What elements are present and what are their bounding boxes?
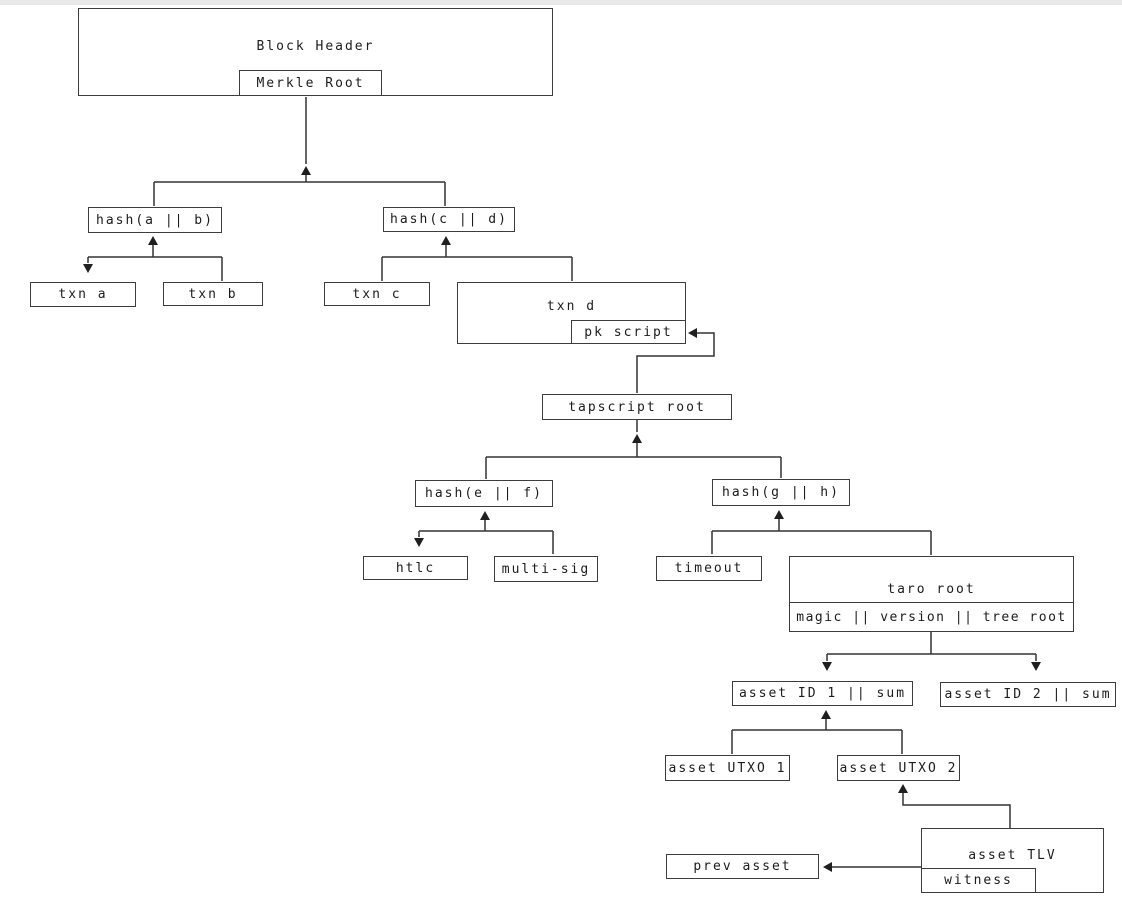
node-label: multi-sig (501, 561, 591, 577)
connector-merkle-root-to-hashes (153, 97, 446, 206)
connector-hash-ab-to-txns (83, 236, 223, 281)
node-txn-c: txn c (324, 282, 430, 306)
node-label: txn d (546, 299, 597, 314)
node-label: asset TLV (968, 848, 1057, 863)
node-label: hash(e || f) (425, 486, 543, 501)
node-label: asset UTXO 2 (839, 760, 958, 776)
arrowhead-up-icon (148, 236, 158, 245)
connector-tapscript-root-to-hashes (485, 420, 782, 479)
arrowhead-down-icon (83, 264, 93, 273)
connector-hash-cd-to-txns (381, 236, 573, 281)
node-asset-utxo-2: asset UTXO 2 (837, 755, 960, 781)
node-label: asset ID 1 || sum (738, 686, 907, 701)
arrowhead-up-icon (301, 166, 311, 175)
node-hash-g-h: hash(g || h) (712, 479, 850, 506)
arrowhead-up-icon (632, 434, 642, 443)
node-label: taro root (887, 582, 976, 597)
connector-asset-tlv-to-asset-utxo-2 (898, 784, 1011, 828)
node-witness: witness (921, 868, 1036, 893)
node-asset-id-1-sum: asset ID 1 || sum (732, 681, 913, 706)
node-txn-a: txn a (30, 282, 136, 307)
node-asset-utxo-1: asset UTXO 1 (665, 755, 790, 781)
node-tapscript-root: tapscript root (542, 394, 732, 420)
node-asset-id-2-sum: asset ID 2 || sum (940, 682, 1116, 707)
node-label: hash(g || h) (722, 485, 840, 500)
connector-taro-root-to-asset-ids (822, 632, 1041, 671)
connector-asset-id-1-to-utxos (731, 710, 903, 754)
node-label: pk script (584, 324, 673, 340)
node-label: hash(a || b) (96, 212, 214, 228)
connector-hash-ef-to-leaves (414, 511, 554, 554)
node-hash-c-d: hash(c || d) (383, 207, 515, 232)
node-label: witness (944, 873, 1013, 888)
node-timeout: timeout (656, 556, 762, 581)
arrowhead-left-icon (688, 328, 697, 338)
node-taro-root-row: magic || version || tree root (790, 602, 1073, 631)
node-label: txn a (58, 287, 108, 302)
node-hash-a-b: hash(a || b) (88, 207, 222, 233)
node-label: tapscript root (568, 399, 706, 415)
arrowhead-down-icon (414, 538, 424, 547)
connector-witness-to-prev-asset (823, 862, 921, 872)
node-htlc: htlc (363, 556, 468, 580)
node-label: htlc (395, 560, 436, 576)
node-label: Merkle Root (256, 75, 365, 91)
node-multi-sig: multi-sig (494, 556, 598, 582)
node-label: magic || version || tree root (796, 609, 1067, 625)
node-merkle-root: Merkle Root (239, 70, 382, 96)
node-hash-e-f: hash(e || f) (415, 480, 553, 507)
node-label: asset UTXO 1 (668, 760, 787, 776)
arrowhead-down-icon (822, 662, 832, 671)
node-label: asset ID 2 || sum (944, 687, 1112, 702)
node-label: prev asset (693, 859, 792, 874)
arrowhead-up-icon (898, 784, 908, 793)
node-label: timeout (674, 561, 744, 576)
arrowhead-up-icon (441, 236, 451, 245)
top-border-strip (0, 0, 1122, 5)
node-label: txn b (188, 286, 238, 302)
node-label: Block Header (256, 39, 375, 54)
arrowhead-left-icon (823, 862, 832, 872)
node-label: txn c (352, 286, 402, 302)
node-label: hash(c || d) (390, 212, 508, 227)
node-txn-b: txn b (163, 282, 263, 306)
arrowhead-down-icon (1031, 662, 1041, 671)
node-taro-root: taro root magic || version || tree root (789, 556, 1074, 632)
arrowhead-up-icon (821, 710, 831, 719)
arrowhead-up-icon (480, 511, 490, 520)
connector-hash-gh-to-leaves (711, 510, 932, 555)
arrowhead-up-icon (774, 510, 784, 519)
node-prev-asset: prev asset (666, 854, 819, 879)
node-pk-script: pk script (571, 320, 686, 344)
